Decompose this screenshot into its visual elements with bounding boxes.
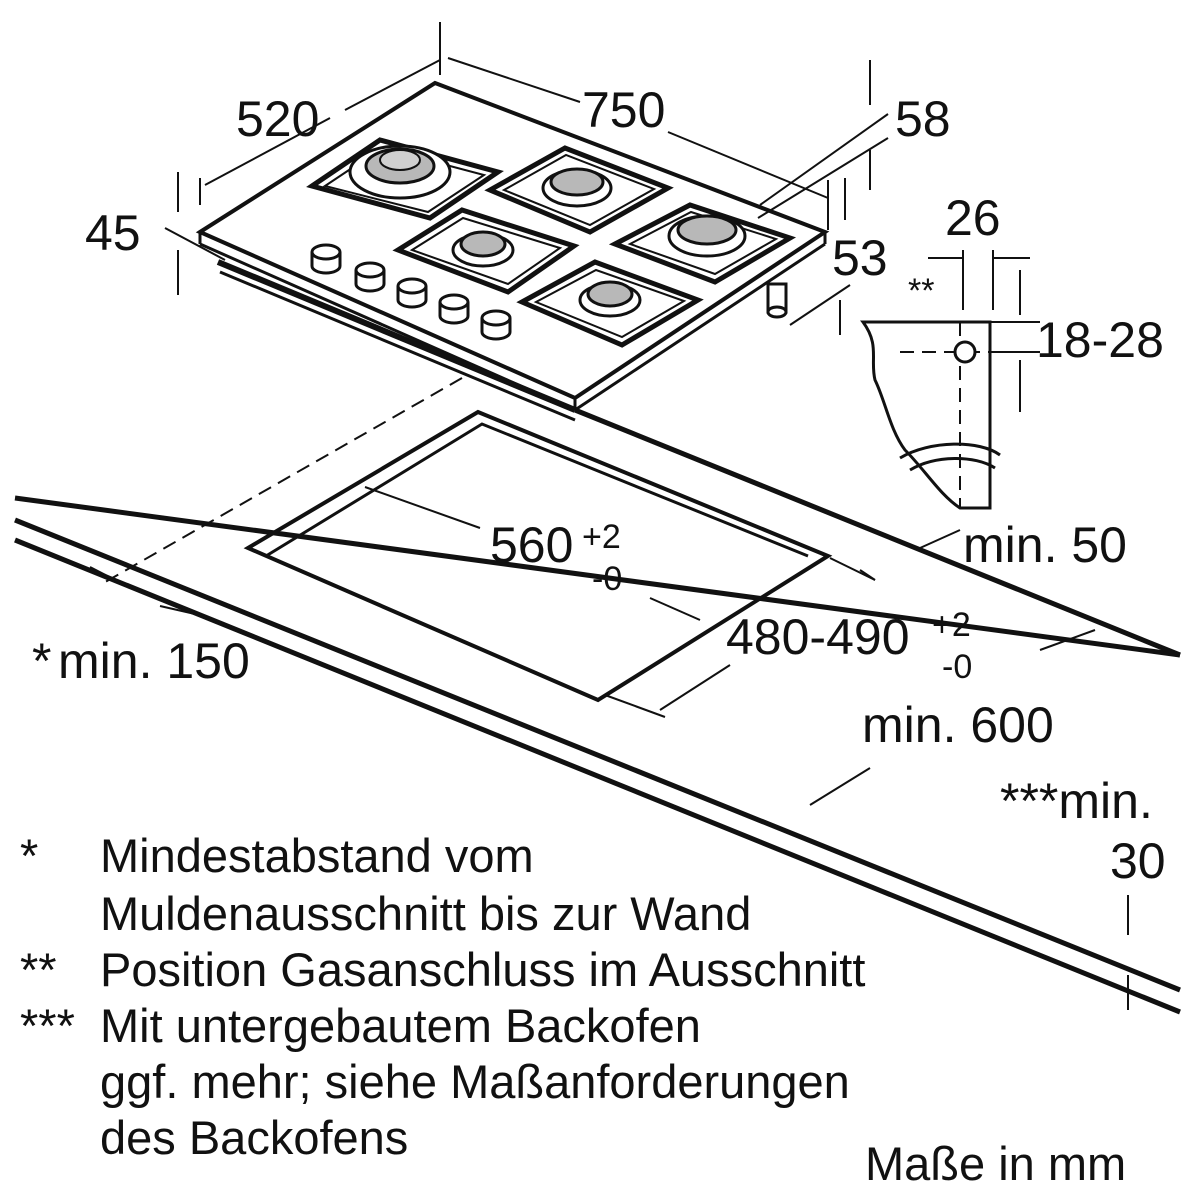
knob-5	[480, 309, 512, 341]
dim-thickness-label: 45	[85, 205, 141, 261]
note-3-marker: ***	[20, 999, 75, 1052]
note-1-marker: *	[20, 829, 38, 882]
hob-base-lower	[219, 270, 576, 422]
worktop-front-edge-lower	[14, 537, 1181, 1015]
cutout-outer	[243, 409, 833, 703]
dim-width-label: 750	[582, 82, 665, 138]
worktop	[14, 377, 1181, 1015]
note-3-line-2: ggf. mehr; siehe Maßanforderungen	[100, 1055, 850, 1108]
worktop-top-edge	[14, 495, 1181, 658]
burner-wok	[348, 144, 452, 200]
burner-front-center	[578, 280, 642, 318]
note-2-marker: **	[20, 943, 57, 996]
pan-support-right	[608, 202, 797, 285]
knob-4	[438, 293, 470, 325]
dim-cutout-depth-tol-plus: +2	[932, 606, 971, 644]
pan-support-front-center	[516, 259, 704, 348]
gas-connector	[766, 282, 788, 319]
note-2-line-1: Position Gasanschluss im Ausschnitt	[100, 943, 865, 996]
projection-line	[99, 377, 463, 586]
dim-cutout-depth-tol-minus: -0	[942, 648, 972, 686]
dim-gas-offset-label: 26	[945, 190, 1001, 246]
dim-min-wall-label: min. 150	[58, 633, 250, 689]
hob-right-bottom-edge	[574, 242, 826, 412]
gas-connection-detail	[860, 320, 1020, 510]
dim-min-oven-value: 30	[1110, 833, 1166, 889]
dim-cutout-width-tol-minus: -0	[592, 560, 622, 598]
dim-cutout-width-tol-plus: +2	[582, 518, 621, 556]
dim-depth-label: 520	[236, 91, 319, 147]
pan-support-back-center	[484, 145, 674, 235]
burner-front-left	[451, 230, 515, 268]
dim-min-worktop-label: min. 600	[862, 697, 1054, 753]
worktop-back-edge	[574, 407, 1181, 658]
min-wall-marker: *	[32, 633, 51, 689]
control-knobs	[310, 243, 512, 341]
dim-min-oven-label: ***min.	[1000, 773, 1153, 829]
knob-1	[310, 243, 342, 275]
knob-3	[396, 277, 428, 309]
dim-cutout-depth-label: 480-490	[726, 609, 910, 665]
note-1-line-1: Mindestabstand vom	[100, 829, 534, 882]
pan-support-front-left	[392, 207, 580, 295]
knob-2	[354, 261, 386, 293]
dim-min-back-label: min. 50	[963, 517, 1127, 573]
dim-cutout-width-label: 560	[490, 517, 573, 573]
units-label: Maße in mm	[865, 1137, 1126, 1190]
note-3-line-1: Mit untergebautem Backofen	[100, 999, 701, 1052]
burner-back-center	[541, 167, 613, 208]
worktop-front-edge	[14, 517, 1181, 993]
dim-height-top-label: 58	[895, 91, 951, 147]
footnotes: * Mindestabstand vom Muldenausschnitt bi…	[20, 829, 865, 1164]
note-1-line-2: Muldenausschnitt bis zur Wand	[100, 887, 751, 940]
dim-side-height-label: 53	[832, 230, 888, 286]
gas-position-marker: **	[908, 272, 934, 310]
dim-worktop-range-label: 18-28	[1036, 312, 1164, 368]
cutout-inner	[265, 422, 809, 558]
note-3-line-3: des Backofens	[100, 1111, 408, 1164]
burner-right	[667, 214, 747, 258]
hob-drawing	[195, 80, 830, 422]
hob-base	[216, 259, 577, 413]
dimension-lines	[89, 22, 1129, 1010]
